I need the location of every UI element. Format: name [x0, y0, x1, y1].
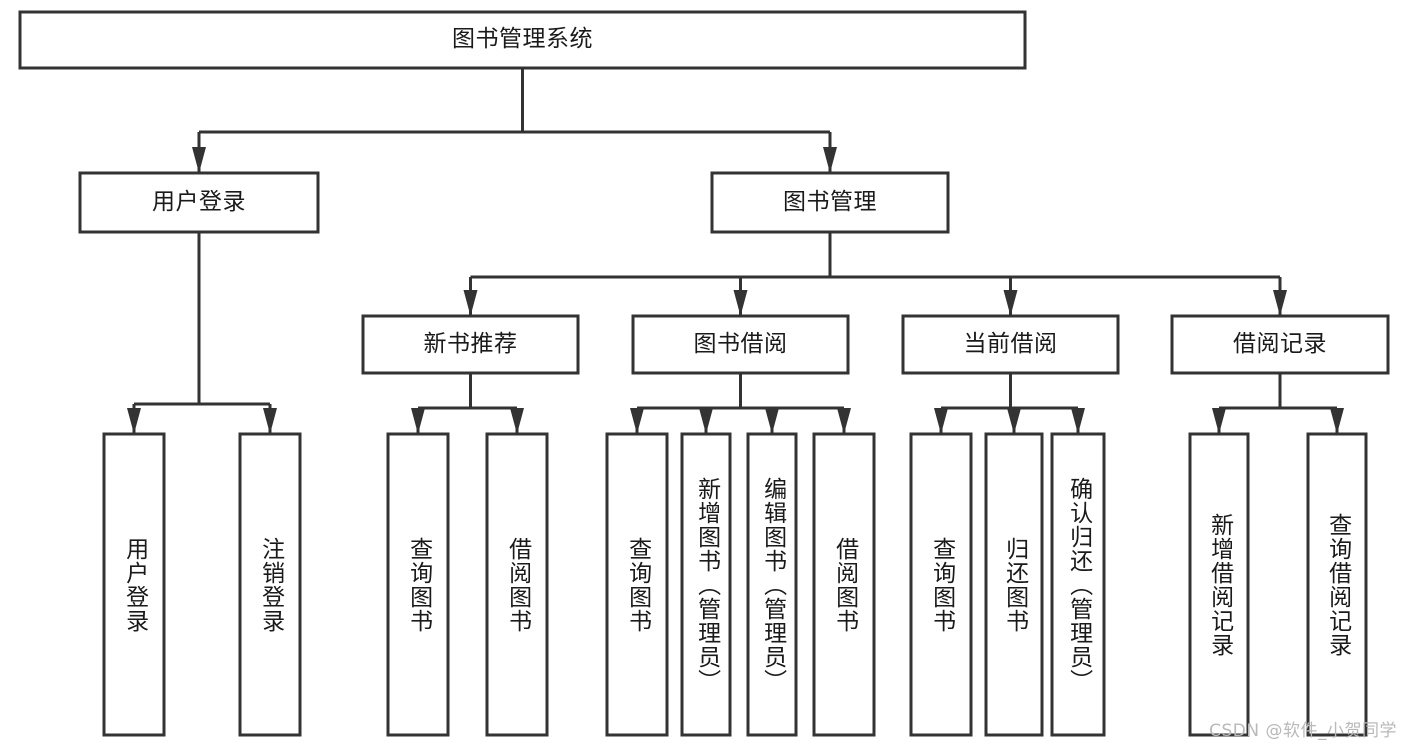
arrow-head-icon: [733, 290, 748, 316]
node-box-leaf-logout[interactable]: [238, 432, 302, 737]
arrow-head-icon: [127, 408, 141, 434]
arrow-head-icon: [263, 408, 277, 434]
node-box-current-borrow[interactable]: [901, 314, 1120, 375]
arrow-head-icon: [823, 147, 837, 173]
node-box-leaf-query-book-2[interactable]: [605, 432, 669, 737]
arrow-head-icon: [192, 147, 206, 173]
box-layer: [18, 10, 1390, 737]
node-box-leaf-confirm-return[interactable]: [1050, 432, 1106, 737]
arrow-head-icon: [411, 408, 425, 434]
node-box-leaf-add-book[interactable]: [680, 432, 732, 737]
arrow-head-icon: [1071, 408, 1085, 434]
node-box-book-manage[interactable]: [710, 171, 950, 234]
arrow-head-icon: [510, 408, 524, 434]
node-box-leaf-borrow-book-1[interactable]: [485, 432, 549, 737]
arrow-head-icon: [699, 408, 713, 434]
node-box-leaf-user-login[interactable]: [102, 432, 166, 737]
node-box-leaf-query-book-1[interactable]: [386, 432, 450, 737]
node-box-user-login[interactable]: [78, 171, 320, 234]
node-box-leaf-add-record[interactable]: [1188, 432, 1250, 737]
node-box-new-book-recommend[interactable]: [361, 314, 580, 375]
watermark-text: CSDN @软件_小贺同学: [1209, 721, 1397, 741]
node-box-book-borrow[interactable]: [631, 314, 850, 375]
arrow-head-icon: [1003, 290, 1018, 316]
arrow-head-icon: [765, 408, 779, 434]
arrow-head-icon: [934, 408, 948, 434]
node-box-leaf-query-book-3[interactable]: [909, 432, 973, 737]
node-box-leaf-edit-book[interactable]: [746, 432, 798, 737]
arrow-head-icon: [1273, 290, 1287, 316]
arrow-head-icon: [1212, 408, 1226, 434]
arrow-head-icon: [630, 408, 644, 434]
node-box-leaf-borrow-book-2[interactable]: [812, 432, 876, 737]
node-box-leaf-return-book[interactable]: [984, 432, 1044, 737]
arrow-head-icon: [837, 408, 851, 434]
arrow-head-icon: [1330, 408, 1344, 434]
connector-layer: [127, 68, 1344, 434]
arrow-head-icon: [463, 290, 478, 316]
node-box-root[interactable]: [18, 10, 1027, 70]
arrow-head-icon: [1007, 408, 1021, 434]
node-box-borrow-record[interactable]: [1170, 314, 1390, 375]
node-box-leaf-query-record[interactable]: [1306, 432, 1368, 737]
